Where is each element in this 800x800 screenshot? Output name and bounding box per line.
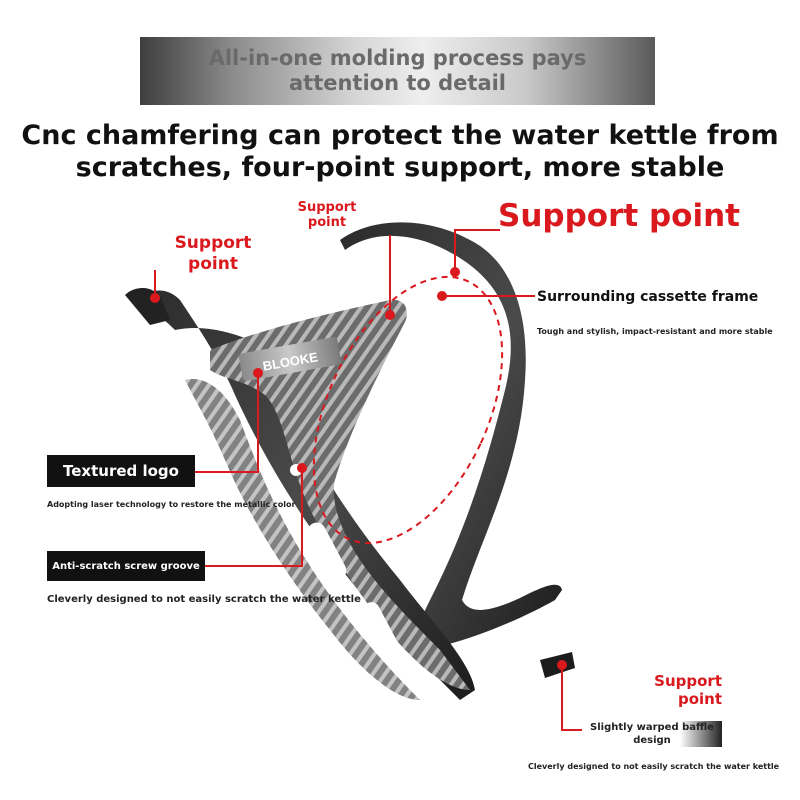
banner-line-1: All-in-one molding process pays — [208, 46, 587, 70]
screw-slot-1 — [307, 522, 347, 580]
frame-title: Surrounding cassette frame — [537, 289, 759, 305]
logo-plate — [238, 337, 342, 381]
support-point-title: Support point — [498, 198, 740, 234]
frame-desc: Tough and stylish, impact-resistant and … — [537, 327, 773, 336]
support-point-label-bottom: Support point — [654, 672, 722, 708]
textured-logo-box: Textured logo — [47, 455, 195, 487]
textured-logo-title: Textured logo — [63, 462, 179, 480]
headline-line-1: Cnc chamfering can protect the water ket… — [21, 120, 779, 151]
headline: Cnc chamfering can protect the water ket… — [0, 120, 800, 184]
anti-scratch-box: Anti-scratch screw groove — [47, 551, 205, 581]
headline-line-2: scratches, four-point support, more stab… — [75, 152, 725, 183]
baffle-title: Slightly warped baffle design — [582, 721, 722, 747]
anti-scratch-title: Anti-scratch screw groove — [52, 560, 200, 572]
striped-arm — [210, 299, 470, 690]
baffle-desc: Cleverly designed to not easily scratch … — [528, 762, 780, 771]
textured-logo-desc: Adopting laser technology to restore the… — [47, 500, 296, 509]
frame-highlight-ellipse — [312, 275, 504, 545]
anti-scratch-desc: Cleverly designed to not easily scratch … — [47, 594, 361, 605]
support-point-label-top-left: Support point — [174, 233, 252, 274]
support-point-label-top-center: Support point — [297, 200, 357, 230]
screw-slot-2 — [363, 602, 397, 650]
banner-line-2: attention to detail — [288, 71, 507, 95]
cage-outer-frame — [340, 222, 562, 650]
header-banner: All-in-one molding process pays attentio… — [140, 37, 655, 105]
